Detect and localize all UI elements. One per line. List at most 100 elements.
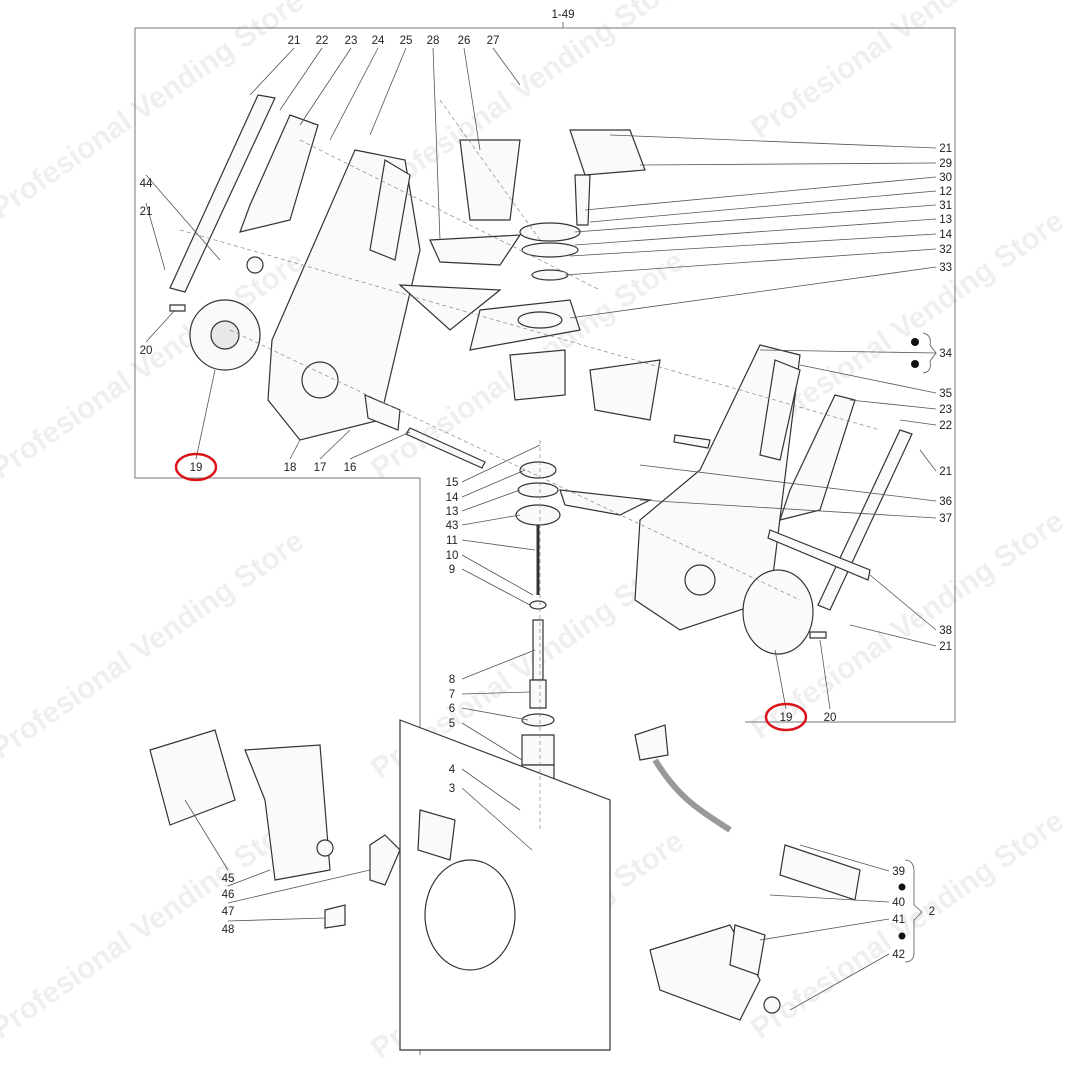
leader-line	[574, 218, 937, 246]
leader-line	[461, 514, 521, 526]
highlight-circle	[764, 702, 808, 732]
part-label-15[interactable]: 15	[446, 477, 459, 489]
part-label-29[interactable]: 29	[939, 158, 952, 170]
leader-line	[463, 47, 481, 151]
part-label-24[interactable]: 24	[372, 35, 385, 47]
part-label-35[interactable]: 35	[939, 388, 952, 400]
leader-line	[329, 47, 379, 141]
part-label-14[interactable]: 14	[939, 229, 952, 241]
part-label-42[interactable]: 42	[892, 949, 905, 961]
part-label-25[interactable]: 25	[400, 35, 413, 47]
part-label-11[interactable]: 11	[446, 535, 458, 547]
bullet-icon	[898, 883, 906, 891]
watermark-text: Profesional Vending Store	[0, 245, 310, 486]
mounting-panel	[399, 719, 611, 1051]
part-label-30[interactable]: 30	[939, 172, 952, 184]
leader-line	[461, 444, 541, 483]
leader-line	[849, 399, 937, 410]
part-label-17[interactable]: 17	[314, 462, 327, 474]
watermark-text: Profesional Vending Store	[0, 525, 310, 766]
solenoid-assembly	[634, 724, 861, 1021]
watermark-text: Profesional Vending Store	[0, 805, 310, 1046]
leader-line	[279, 47, 323, 111]
part-label-7[interactable]: 7	[449, 689, 455, 701]
leader-line	[461, 768, 521, 811]
part-label-23[interactable]: 23	[345, 35, 358, 47]
part-label-46[interactable]: 46	[222, 889, 235, 901]
part-label-21[interactable]: 21	[939, 143, 952, 155]
part-label-39[interactable]: 39	[892, 866, 905, 878]
part-label-18[interactable]: 18	[284, 462, 297, 474]
part-label-21[interactable]: 21	[939, 466, 952, 478]
part-label-44[interactable]: 44	[140, 178, 153, 190]
leader-line	[319, 429, 351, 460]
part-label-32[interactable]: 32	[939, 244, 952, 256]
part-label-38[interactable]: 38	[939, 625, 952, 637]
part-label-47[interactable]: 47	[222, 906, 235, 918]
leader-line	[789, 953, 890, 1011]
part-label-21[interactable]: 21	[140, 206, 153, 218]
leader-line	[569, 233, 937, 257]
leader-line	[461, 469, 526, 498]
part-label-27[interactable]: 27	[487, 35, 500, 47]
leader-line	[609, 134, 937, 149]
part-label-6[interactable]: 6	[449, 703, 455, 715]
leader-line	[227, 917, 326, 922]
leader-line	[461, 568, 531, 606]
leader-line	[369, 47, 407, 136]
part-label-22[interactable]: 22	[939, 420, 952, 432]
part-label-19[interactable]: 19	[190, 462, 203, 474]
part-label-36[interactable]: 36	[939, 496, 952, 508]
part-label-34[interactable]: 34	[939, 348, 952, 360]
bullet-icon	[898, 932, 906, 940]
leader-line	[184, 799, 229, 871]
leader-line	[639, 162, 937, 166]
part-label-10[interactable]: 10	[446, 550, 459, 562]
part-label-23[interactable]: 23	[939, 404, 952, 416]
part-label-33[interactable]: 33	[939, 262, 952, 274]
leader-line	[584, 176, 937, 211]
part-label-14[interactable]: 14	[446, 492, 459, 504]
part-label-40[interactable]: 40	[892, 897, 905, 909]
part-label-22[interactable]: 22	[316, 35, 329, 47]
part-label-16[interactable]: 16	[344, 462, 357, 474]
part-label-13[interactable]: 13	[446, 506, 459, 518]
part-label-41[interactable]: 41	[892, 914, 905, 926]
leader-line	[432, 47, 441, 241]
part-label-48[interactable]: 48	[222, 924, 235, 936]
leader-lines	[145, 47, 937, 1011]
part-label-43[interactable]: 43	[446, 520, 459, 532]
part-label-19[interactable]: 19	[780, 712, 793, 724]
leader-line	[759, 349, 937, 354]
leader-line	[227, 869, 271, 887]
part-label-3[interactable]: 3	[449, 783, 455, 795]
part-label-20[interactable]: 20	[140, 345, 153, 357]
part-label-45[interactable]: 45	[222, 873, 235, 885]
part-label-21[interactable]: 21	[288, 35, 301, 47]
part-label-20[interactable]: 20	[824, 712, 837, 724]
leader-line	[639, 464, 937, 502]
leader-line	[849, 624, 937, 647]
brace-34	[898, 332, 937, 963]
part-label-21[interactable]: 21	[939, 641, 952, 653]
part-label-28[interactable]: 28	[427, 35, 440, 47]
part-label-37[interactable]: 37	[939, 513, 952, 525]
part-label-4[interactable]: 4	[449, 764, 456, 776]
leader-line	[589, 190, 937, 223]
part-label-5[interactable]: 5	[449, 718, 455, 730]
leader-line	[769, 894, 890, 903]
part-label-31[interactable]: 31	[939, 200, 952, 212]
part-label-12[interactable]: 12	[939, 186, 952, 198]
part-label-26[interactable]: 26	[458, 35, 471, 47]
leader-line	[145, 309, 176, 343]
leader-line	[249, 47, 295, 96]
highlight-circles	[174, 452, 808, 732]
part-label-8[interactable]: 8	[449, 674, 455, 686]
leader-line	[919, 449, 937, 472]
part-label-9[interactable]: 9	[449, 564, 455, 576]
part-label-13[interactable]: 13	[939, 214, 952, 226]
watermark-text: Profesional Vending Store	[745, 805, 1070, 1046]
part-label-2[interactable]: 2	[929, 906, 935, 918]
